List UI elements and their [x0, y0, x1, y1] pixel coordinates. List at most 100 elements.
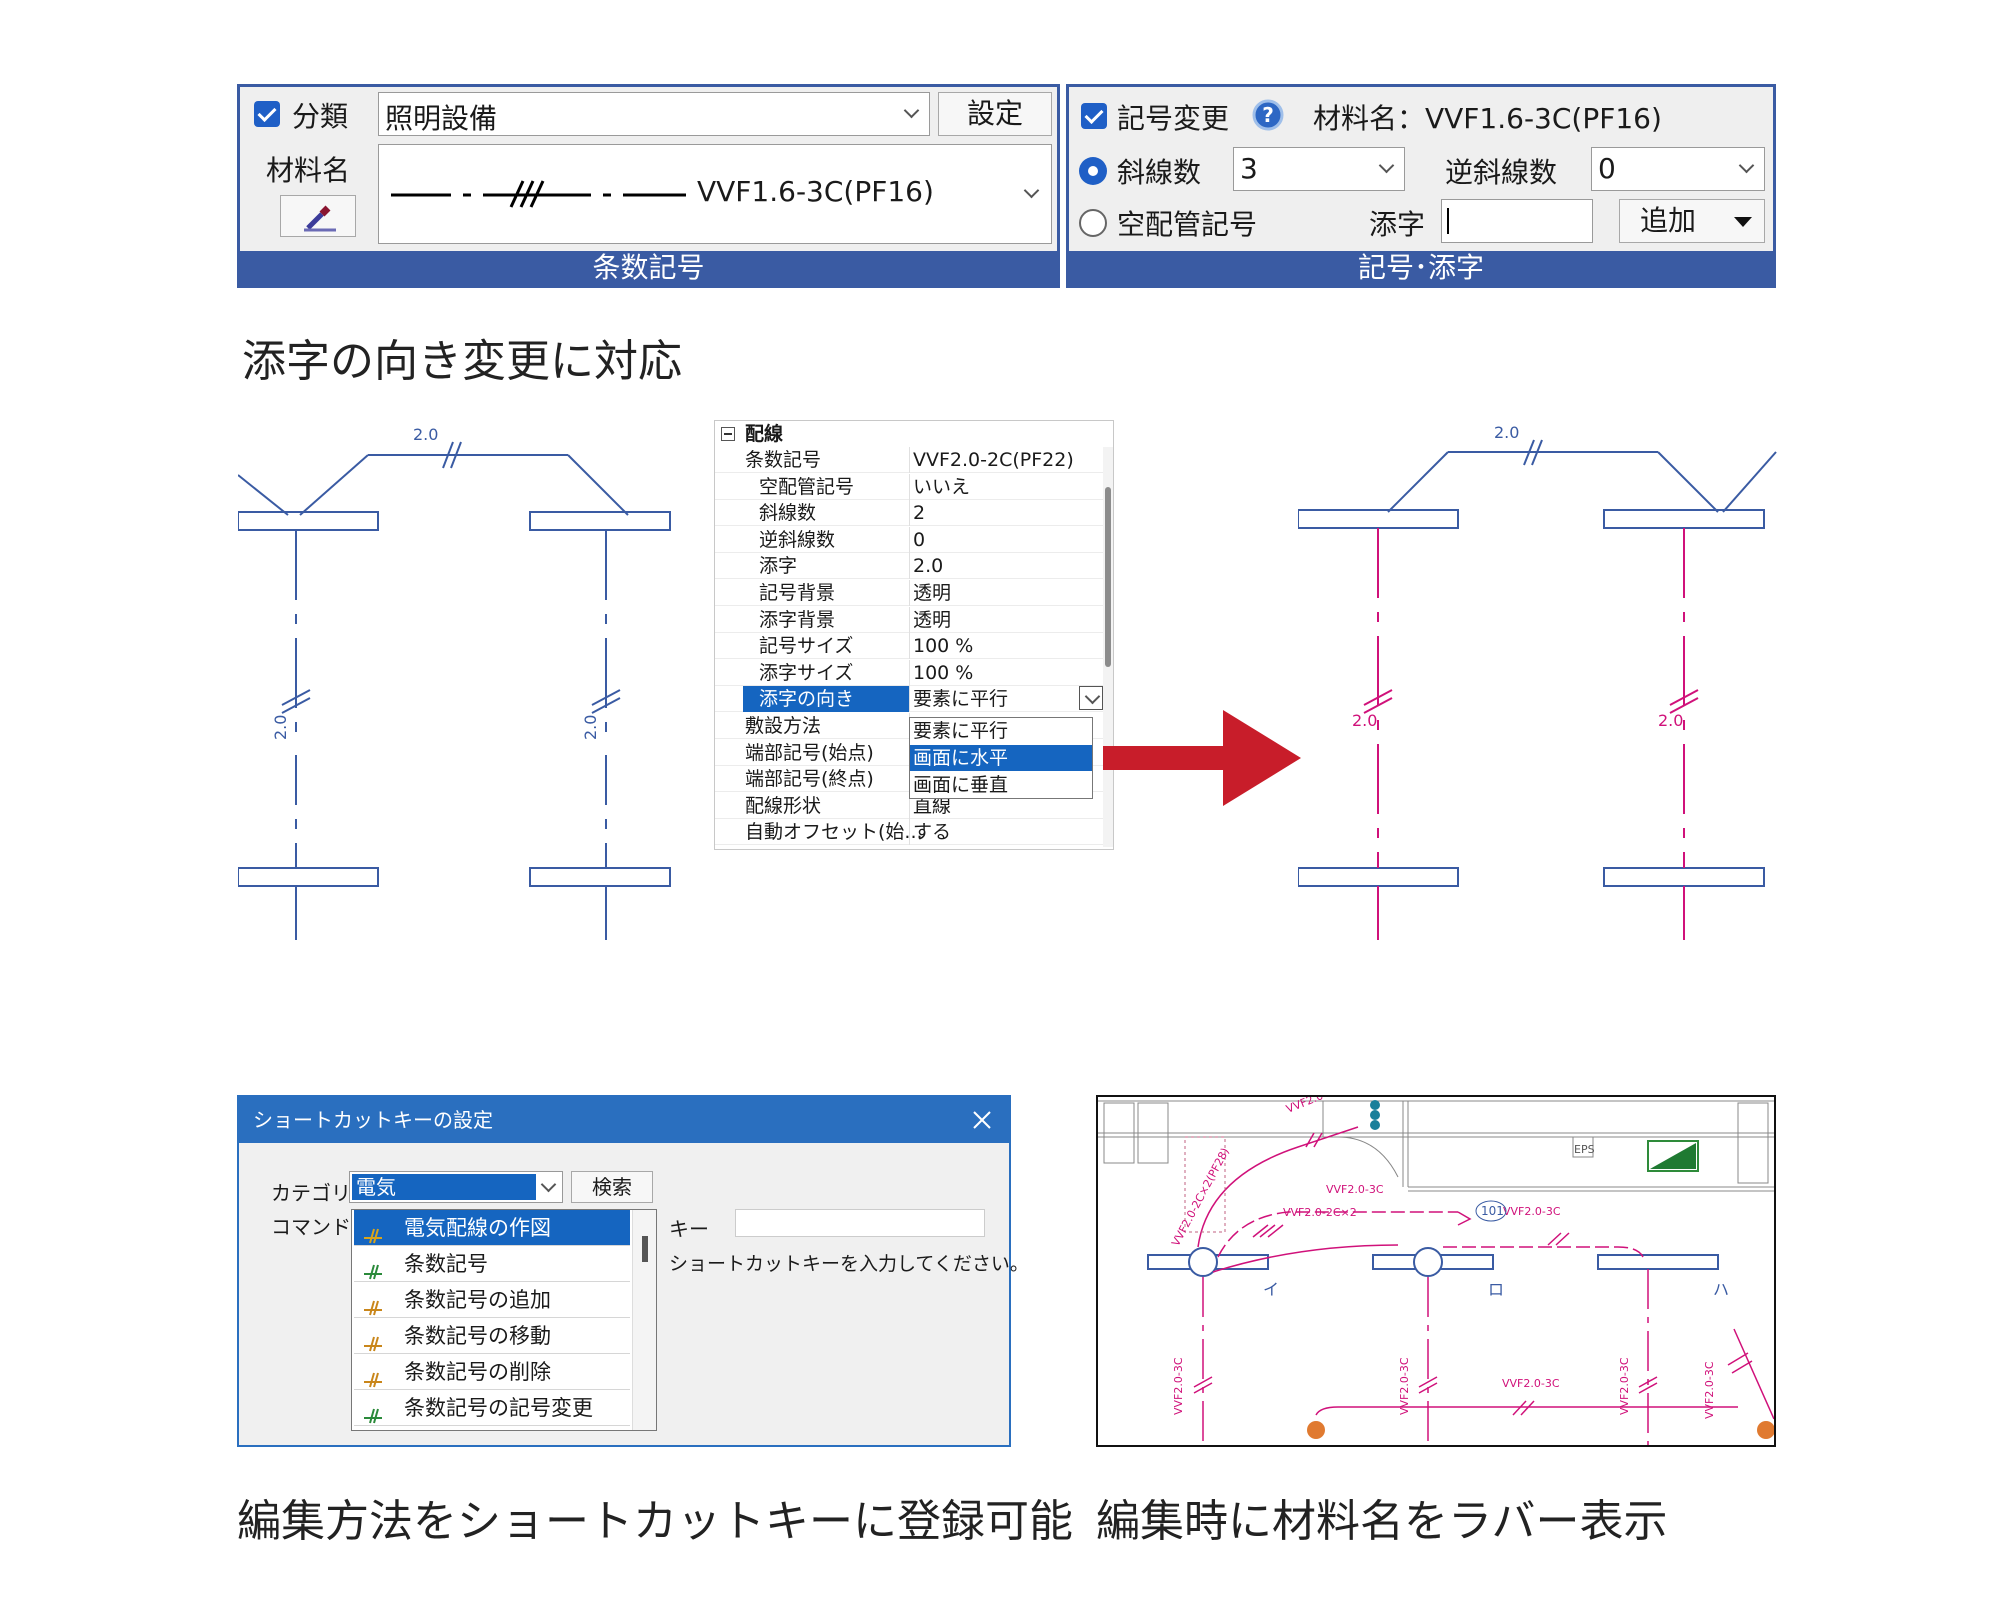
command-item[interactable]: 条数記号の追加	[354, 1282, 630, 1318]
command-item[interactable]: 条数記号	[354, 1246, 630, 1282]
scrollbar[interactable]	[632, 1210, 656, 1430]
property-row[interactable]: 記号サイズ 100 %	[715, 633, 1105, 660]
cad-label: VVF2.0-3C	[1503, 1205, 1561, 1218]
command-item[interactable]: 条数記号の記号変更	[354, 1390, 630, 1426]
key-input[interactable]	[735, 1209, 985, 1237]
settei-button[interactable]: 設定	[938, 92, 1052, 136]
command-label: 条数記号の記号変更	[404, 1396, 593, 1420]
property-row[interactable]: 配線形状直線	[715, 792, 1105, 819]
chevron-down-icon[interactable]	[1374, 156, 1400, 182]
dialog-title: ショートカットキーの設定	[253, 1108, 493, 1132]
property-name: 添字背景	[759, 608, 836, 631]
material-value: VVF1.6-3C(PF16)	[697, 175, 934, 208]
gyaku-shasen-label: 逆斜線数	[1445, 156, 1558, 189]
kuhai-radio[interactable]	[1079, 209, 1107, 237]
command-item[interactable]: 条数記号の削除	[354, 1354, 630, 1390]
wiring-drawing-after: 2.0 2.0 2.0	[1298, 423, 1777, 940]
gyaku-shasen-select[interactable]: 0	[1591, 147, 1765, 191]
add-button-label: 追加	[1640, 204, 1697, 237]
property-value: 100 %	[913, 635, 974, 658]
drawing-label-left: 2.0	[271, 715, 290, 740]
cad-room-number: 101	[1481, 1204, 1504, 1218]
category-select[interactable]: 電気	[349, 1171, 563, 1203]
shasen-radio[interactable]	[1079, 157, 1107, 185]
property-name: 逆斜線数	[759, 528, 836, 551]
wiring-drawing-before: 2.0 2.0 2.0	[238, 425, 671, 940]
cad-rubberband-view: VVF2.0 VVF2.0-2C×2(PF28) VVF2.0-3C VVF2.…	[1096, 1095, 1776, 1447]
material-label: 材料名	[266, 154, 351, 187]
material-name-readout: 材料名：VVF1.6-3C(PF16)	[1313, 102, 1662, 135]
caption-shortcut: 編集方法をショートカットキーに登録可能	[237, 1496, 1073, 1547]
close-icon[interactable]	[971, 1109, 993, 1131]
command-label: 条数記号の追加	[404, 1288, 551, 1312]
property-name: 記号サイズ	[759, 635, 854, 658]
property-row[interactable]: 逆斜線数 0	[715, 526, 1105, 553]
command-list[interactable]: 電気配線の作図条数記号条数記号の追加条数記号の移動条数記号の削除条数記号の記号変…	[351, 1209, 657, 1431]
dropdown-option-selected[interactable]: 画面に水平	[910, 745, 1092, 771]
material-select[interactable]: VVF1.6-3C(PF16)	[378, 144, 1052, 244]
wiring-symbol-preview	[391, 180, 686, 208]
property-name: 端部記号(終点)	[745, 768, 874, 791]
command-item[interactable]: 電気配線の作図	[354, 1210, 630, 1246]
arrow-right-icon	[1103, 710, 1301, 806]
command-label: 電気配線の作図	[404, 1216, 551, 1240]
property-row[interactable]: 添字の向き要素に平行	[715, 686, 1105, 713]
dialog-title-bar: ショートカットキーの設定	[239, 1097, 1009, 1143]
jousuu-kigou-panel: 分類 照明設備 設定 材料名 VVF1.6-3C(PF16) 条数記号	[237, 84, 1060, 288]
group-header: 配線	[745, 423, 784, 445]
dropdown-option[interactable]: 要素に平行	[913, 720, 1009, 742]
chevron-down-icon[interactable]	[1019, 181, 1045, 207]
property-row[interactable]: 自動オフセット(始...する	[715, 819, 1105, 846]
cad-label: VVF2.0-3C	[1326, 1183, 1384, 1196]
command-label: 条数記号の移動	[404, 1324, 551, 1348]
chevron-down-icon[interactable]	[899, 101, 925, 127]
shasen-select[interactable]: 3	[1233, 147, 1405, 191]
soeji-input[interactable]	[1441, 199, 1593, 243]
cad-label: VVF2.0-3C	[1398, 1357, 1411, 1415]
add-button[interactable]: 追加	[1619, 199, 1765, 243]
cad-label: VVF2.0-3C	[1502, 1377, 1560, 1390]
drawing-label-right: 2.0	[581, 715, 600, 740]
shasen-value: 3	[1240, 152, 1258, 185]
chevron-down-icon[interactable]	[1734, 156, 1760, 182]
scrollbar[interactable]	[1103, 447, 1113, 847]
chevron-down-icon[interactable]	[536, 1175, 562, 1201]
property-row[interactable]: 空配管記号いいえ	[715, 473, 1105, 500]
drawing-label-top: 2.0	[413, 425, 438, 444]
dropdown-option[interactable]: 画面に垂直	[913, 774, 1009, 796]
command-label: 条数記号の削除	[404, 1360, 551, 1384]
cad-label: VVF2.0-2C×2	[1283, 1206, 1357, 1219]
kigou-henkou-checkbox[interactable]	[1081, 103, 1107, 129]
group-collapse-icon[interactable]	[721, 427, 735, 441]
command-item[interactable]: 条数記号の移動	[354, 1318, 630, 1354]
search-button[interactable]: 検索	[571, 1171, 653, 1203]
bunrui-select[interactable]: 照明設備	[378, 92, 930, 136]
property-row[interactable]: 添字背景透明	[715, 606, 1105, 633]
bunrui-checkbox[interactable]	[254, 101, 280, 127]
property-row[interactable]: 記号背景透明	[715, 580, 1105, 606]
command-icon	[362, 1255, 384, 1280]
property-value: 0	[913, 528, 926, 551]
eyedropper-button[interactable]	[280, 195, 356, 237]
cad-label: VVF2.0-3C	[1172, 1357, 1185, 1415]
property-value: 2	[913, 502, 926, 525]
command-icon	[362, 1399, 384, 1424]
direction-dropdown-list[interactable]: 要素に平行 画面に水平 画面に垂直	[909, 717, 1093, 799]
drawing-label-top: 2.0	[1494, 423, 1519, 442]
shortcut-dialog: ショートカットキーの設定 カテゴリ 電気 検索 コマンド 電気配線の作図条数記号…	[237, 1095, 1029, 1447]
cad-label: VVF2.0-3C	[1703, 1361, 1716, 1419]
chevron-down-icon[interactable]	[1079, 686, 1103, 711]
panel-footer: 記号･添字	[1069, 251, 1773, 285]
property-name: 端部記号(始点)	[745, 741, 874, 764]
bunrui-label: 分類	[292, 100, 349, 133]
gyaku-shasen-value: 0	[1598, 152, 1616, 185]
category-value: 電気	[356, 1175, 396, 1199]
help-icon[interactable]: ?	[1252, 99, 1284, 131]
command-label: コマンド	[271, 1215, 351, 1239]
